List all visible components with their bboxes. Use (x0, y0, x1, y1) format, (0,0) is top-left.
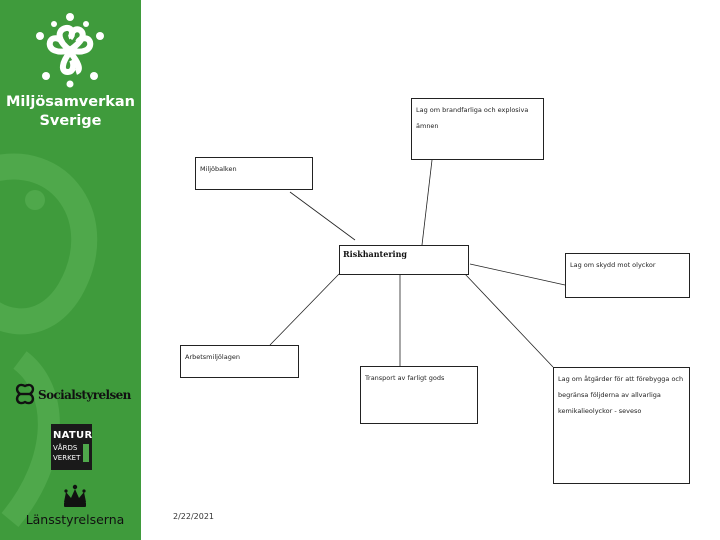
connector-seveso (464, 273, 554, 368)
node-miljobalken: Miljöbalken (195, 157, 313, 190)
connector-miljobalken (289, 191, 356, 241)
brand-name-line2: Sverige (39, 113, 102, 129)
naturvardsverket-line3: VERKET (53, 454, 81, 462)
node-brandfarliga-label: Lag om brandfarliga och explosiva ämnen (416, 106, 529, 130)
node-brandfarliga: Lag om brandfarliga och explosiva ämnen (411, 98, 544, 160)
brand-name: Miljösamverkan Sverige (0, 93, 141, 131)
node-transport: Transport av farligt gods (360, 366, 478, 424)
slide-date: 2/22/2021 (173, 512, 215, 521)
lansstyrelserna-wordmark: Länsstyrelserna (25, 512, 125, 527)
node-skydd-mot-olyckor: Lag om skydd mot olyckor (565, 253, 690, 298)
crown-icon (64, 484, 86, 507)
node-seveso-label: Lag om åtgärder för att förebygga och be… (558, 375, 684, 415)
node-arbetsmiljolagen-label: Arbetsmiljölagen (185, 353, 240, 361)
naturvardsverket-line1: NATUR (53, 430, 93, 441)
node-miljobalken-label: Miljöbalken (200, 165, 237, 173)
socialstyrelsen-logo: Socialstyrelsen (12, 380, 137, 410)
connector-brandfarliga (421, 159, 433, 246)
naturvardsverket-leaf-icon (83, 444, 89, 462)
decorative-swirl (0, 153, 98, 528)
naturvardsverket-logo: NATUR VÅRDS VERKET (51, 424, 92, 470)
node-riskhantering-label: Riskhantering (343, 249, 407, 259)
socialstyrelsen-emblem-icon (15, 383, 35, 405)
lansstyrelserna-logo: Länsstyrelserna (20, 484, 130, 530)
node-arbetsmiljolagen: Arbetsmiljölagen (180, 345, 299, 378)
naturvardsverket-line2: VÅRDS (53, 444, 78, 452)
node-skydd-mot-olyckor-label: Lag om skydd mot olyckor (570, 261, 656, 269)
brand-name-line1: Miljösamverkan (5, 94, 135, 110)
socialstyrelsen-wordmark: Socialstyrelsen (38, 388, 131, 402)
node-riskhantering: Riskhantering (339, 245, 469, 275)
connector-arbetsmiljo (269, 273, 340, 346)
node-transport-label: Transport av farligt gods (365, 374, 445, 382)
miljosamverkan-logo-icon (36, 13, 104, 88)
node-seveso: Lag om åtgärder för att förebygga och be… (553, 367, 690, 484)
connector-skydd (469, 263, 566, 286)
